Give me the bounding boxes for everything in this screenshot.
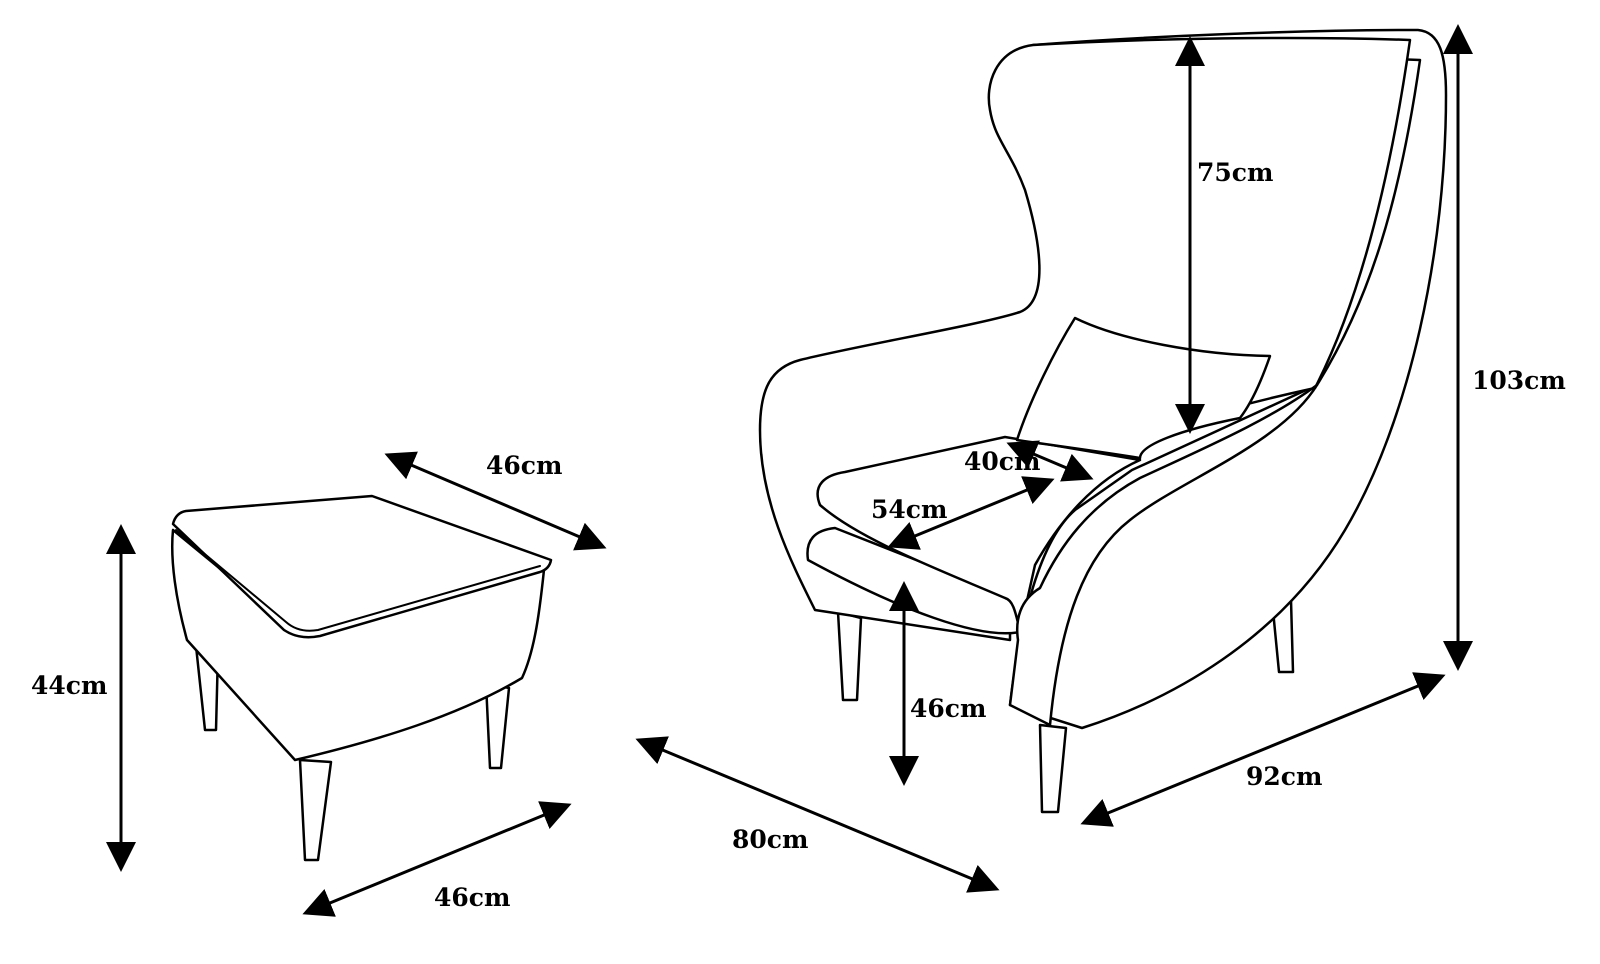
chair-width-arrow [1080, 672, 1446, 827]
chair-width-label: 92cm [1246, 762, 1322, 791]
armchair-drawing [758, 28, 1448, 814]
chair-pillow [1015, 316, 1272, 460]
chair-arm-right [1008, 383, 1319, 727]
chair-arm-left [806, 526, 1022, 635]
ottoman-depth-label: 46cm [486, 451, 562, 480]
backrest-height-label: 75cm [1197, 158, 1273, 187]
chair-shell [1008, 28, 1448, 730]
chair-depth-label: 80cm [732, 825, 808, 854]
dimension-arrows [106, 23, 1473, 917]
ottoman-width-arrow [302, 801, 572, 917]
chair-leg-front [1038, 723, 1068, 814]
seat-width-label: 54cm [871, 495, 947, 524]
seat-depth-arrow [1006, 440, 1094, 482]
chair-depth-arrow [635, 736, 1000, 893]
dimension-labels: 46cm 44cm 46cm 80cm 46cm 54cm 40cm 75cm … [31, 158, 1566, 912]
ottoman-height-label: 44cm [31, 671, 107, 700]
ottoman-drawing [170, 494, 553, 862]
chair-leg-back-left [836, 610, 863, 702]
ottoman-piping [175, 529, 541, 632]
ottoman-leg-front [298, 758, 333, 862]
seat-width-arrow [887, 476, 1055, 550]
ottoman-width-label: 46cm [434, 883, 510, 912]
ottoman-depth-arrow [384, 451, 607, 551]
seat-height-label: 46cm [910, 694, 986, 723]
seat-depth-label: 40cm [964, 447, 1040, 476]
total-height-label: 103cm [1472, 366, 1566, 395]
